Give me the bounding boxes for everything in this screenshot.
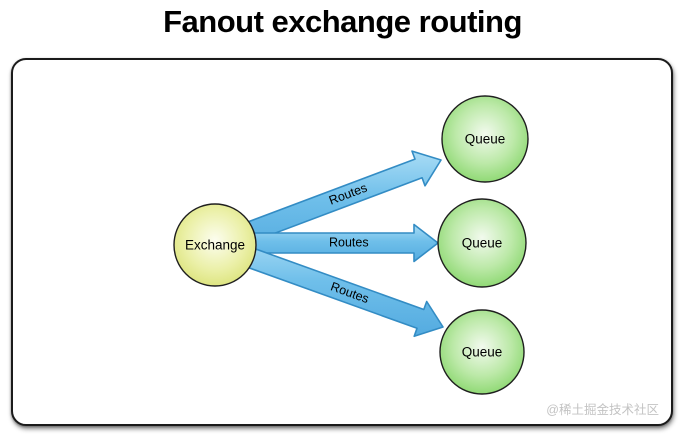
queue-node-1 (441, 95, 529, 183)
fanout-diagram: Routes Routes Routes Exchange Queue Queu… (173, 95, 529, 395)
watermark: @稀土掘金技术社区 (546, 403, 659, 417)
routes-label-middle: Routes (329, 235, 369, 249)
diagram-title: Fanout exchange routing (163, 4, 522, 39)
queue-label-1: Queue (465, 132, 506, 147)
queue-node-3 (439, 309, 525, 395)
diagram-canvas: Routes Routes Routes Exchange Queue Queu… (11, 58, 673, 426)
exchange-node (173, 203, 257, 287)
queue-node-2 (437, 198, 527, 288)
exchange-label: Exchange (185, 238, 245, 253)
queue-label-3: Queue (462, 345, 503, 360)
queue-label-2: Queue (462, 236, 503, 251)
